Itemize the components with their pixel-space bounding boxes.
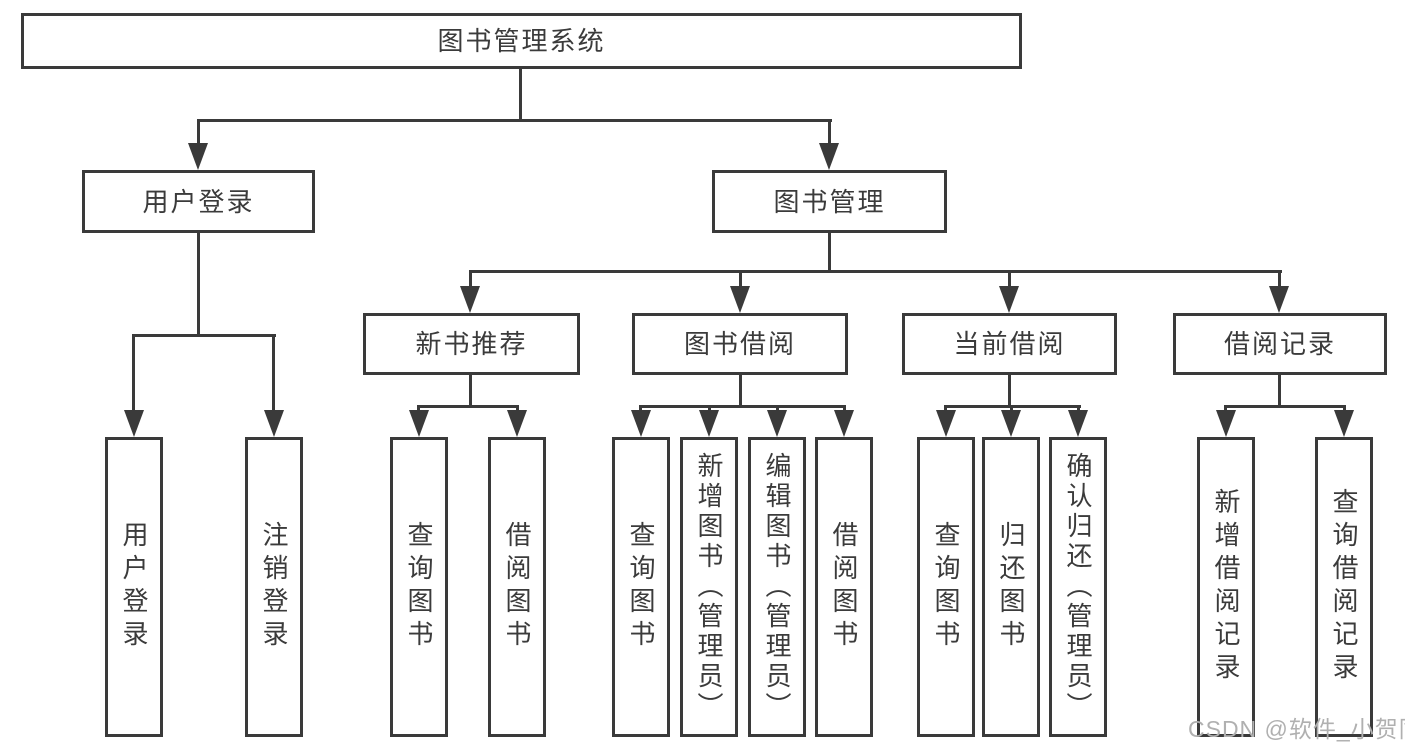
node-label: 新增图书（管理员） [694, 452, 724, 722]
connector-line [1224, 405, 1346, 408]
arrowhead-down-icon [409, 410, 429, 437]
connector-line [417, 405, 519, 408]
connector-line [197, 119, 832, 122]
node-label: 归还图书 [996, 521, 1026, 653]
connector-line [469, 270, 472, 289]
node-borrowing-records: 借阅记录 [1173, 313, 1387, 375]
node-label: 确认归还（管理员） [1063, 452, 1093, 722]
leaf-logout: 注销登录 [245, 437, 303, 737]
node-label: 图书管理 [773, 186, 886, 217]
node-label: 查询图书 [626, 521, 656, 653]
node-label: 查询图书 [931, 521, 961, 653]
arrowhead-down-icon [460, 286, 480, 313]
node-label: 新书推荐 [415, 329, 528, 359]
connector-line [272, 334, 275, 413]
node-label: 查询借阅记录 [1329, 488, 1359, 686]
node-book-management: 图书管理 [712, 170, 947, 233]
leaf-query-books-current: 查询图书 [917, 437, 975, 737]
leaf-user-login: 用户登录 [105, 437, 163, 737]
arrowhead-down-icon [1068, 410, 1088, 437]
node-label: 查询图书 [404, 521, 434, 653]
arrowhead-down-icon [188, 143, 208, 170]
connector-line [519, 69, 522, 122]
connector-line [469, 375, 472, 408]
arrowhead-down-icon [834, 410, 854, 437]
leaf-return-books: 归还图书 [982, 437, 1040, 737]
node-current-borrowing: 当前借阅 [902, 313, 1117, 375]
connector-line [639, 405, 846, 408]
arrowhead-down-icon [1216, 410, 1236, 437]
connector-line [1278, 375, 1281, 408]
node-label: 用户登录 [119, 521, 149, 653]
connector-line [1008, 375, 1011, 408]
arrowhead-down-icon [631, 410, 651, 437]
arrowhead-down-icon [1001, 410, 1021, 437]
node-label: 借阅图书 [829, 521, 859, 653]
leaf-borrow-books-borrowing: 借阅图书 [815, 437, 873, 737]
arrowhead-down-icon [124, 410, 144, 437]
node-new-book-recommend: 新书推荐 [363, 313, 580, 375]
node-book-borrowing: 图书借阅 [632, 313, 848, 375]
node-label: 新增借阅记录 [1211, 488, 1241, 686]
node-label: 借阅记录 [1223, 329, 1336, 359]
arrowhead-down-icon [264, 410, 284, 437]
leaf-query-books-recommend: 查询图书 [390, 437, 448, 737]
node-library-system: 图书管理系统 [21, 13, 1022, 69]
leaf-edit-books-admin: 编辑图书（管理员） [748, 437, 806, 737]
connector-line [739, 375, 742, 408]
node-user-login: 用户登录 [82, 170, 315, 233]
arrowhead-down-icon [767, 410, 787, 437]
connector-line [1008, 270, 1011, 289]
leaf-borrow-books-recommend: 借阅图书 [488, 437, 546, 737]
node-label: 用户登录 [142, 186, 255, 217]
node-label: 当前借阅 [953, 329, 1066, 359]
connector-line [828, 119, 831, 146]
leaf-query-books-borrowing: 查询图书 [612, 437, 670, 737]
connector-line [132, 334, 135, 413]
connector-line [739, 270, 742, 289]
arrowhead-down-icon [699, 410, 719, 437]
connector-line [469, 270, 1282, 273]
connector-line [828, 233, 831, 273]
connector-line [197, 233, 200, 337]
connector-line [197, 119, 200, 146]
node-label: 图书借阅 [683, 329, 796, 359]
arrowhead-down-icon [1334, 410, 1354, 437]
arrowhead-down-icon [999, 286, 1019, 313]
arrowhead-down-icon [936, 410, 956, 437]
arrowhead-down-icon [819, 143, 839, 170]
node-label: 借阅图书 [502, 521, 532, 653]
connector-line [132, 334, 276, 337]
node-label: 注销登录 [259, 521, 289, 653]
arrowhead-down-icon [507, 410, 527, 437]
leaf-confirm-return-admin: 确认归还（管理员） [1049, 437, 1107, 737]
leaf-query-borrow-record: 查询借阅记录 [1315, 437, 1373, 737]
connector-line [1278, 270, 1281, 289]
leaf-add-borrow-record: 新增借阅记录 [1197, 437, 1255, 737]
node-label: 图书管理系统 [437, 26, 606, 56]
arrowhead-down-icon [1269, 286, 1289, 313]
node-label: 编辑图书（管理员） [762, 452, 792, 722]
csdn-watermark: CSDN @软件_小贺同学 [1188, 716, 1405, 742]
arrowhead-down-icon [730, 286, 750, 313]
leaf-add-books-admin: 新增图书（管理员） [680, 437, 738, 737]
